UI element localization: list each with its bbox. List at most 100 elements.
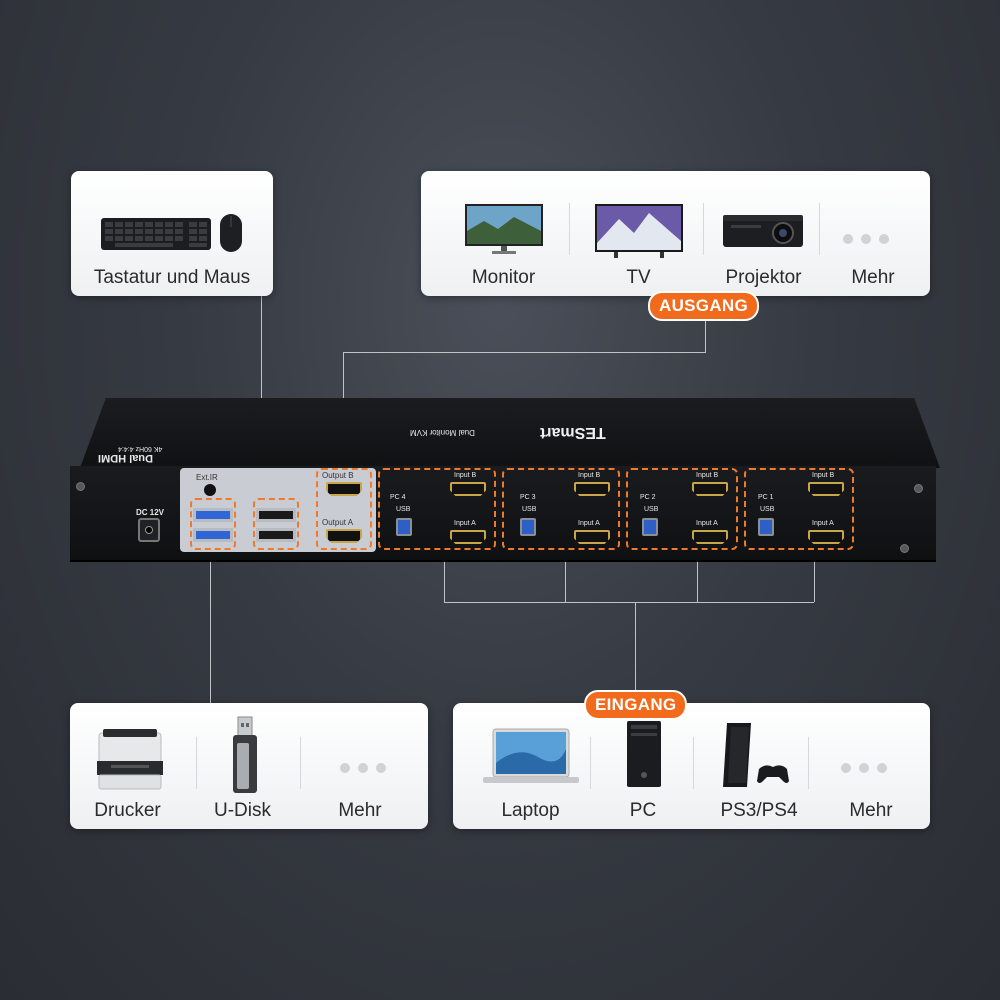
pc1-label: PC 1 — [758, 494, 774, 501]
pc1-usb-label: USB — [760, 506, 775, 513]
output-label-monitor: Monitor — [471, 267, 536, 288]
output-label-more: Mehr — [851, 267, 895, 288]
keyboard-label: Tastatur und Maus — [93, 267, 251, 288]
pc1-group — [744, 468, 854, 550]
output-group — [316, 468, 372, 550]
pc3-inb-label: Input B — [578, 472, 601, 479]
pc3-label: PC 3 — [520, 494, 536, 501]
keyboard-card: Tastatur und Maus — [71, 171, 273, 296]
model-label: Dual Monitor KVM — [410, 428, 475, 437]
separator — [590, 737, 591, 789]
pc3-ina-port — [574, 530, 610, 544]
usb3-port-top — [193, 508, 233, 522]
pc3-group — [502, 468, 620, 550]
input-item-pc: PC — [593, 703, 693, 829]
pc2-label: PC 2 — [640, 494, 656, 501]
pc-tower-icon — [627, 721, 661, 787]
pc1-inb-label: Input B — [812, 472, 835, 479]
pc4-label: PC 4 — [390, 494, 406, 501]
connector-output-v1 — [705, 318, 706, 353]
output-item-projector: Projektor — [701, 171, 826, 296]
side-label-1: Dual HDMI — [98, 452, 153, 464]
input-label-laptop: Laptop — [501, 800, 560, 821]
separator — [703, 203, 704, 255]
output-label-tv: TV — [626, 267, 651, 288]
output-item-more: Mehr — [823, 171, 923, 296]
more-dots-icon — [843, 234, 889, 244]
usb-label-printer: Drucker — [94, 800, 161, 821]
pc4-inb-port — [450, 482, 486, 496]
keyboard-icon — [101, 218, 211, 250]
monitor-icon — [465, 204, 543, 254]
pc2-usb-label: USB — [644, 506, 659, 513]
usb3-port-bottom — [193, 528, 233, 542]
input-label-ps: PS3/PS4 — [720, 800, 798, 821]
usb-card: Drucker U-Disk Mehr — [70, 703, 428, 829]
pc3-usb-label: USB — [522, 506, 537, 513]
output-a-port — [326, 529, 362, 543]
connector-input-d2 — [565, 552, 566, 602]
output-b-label: Output B — [322, 471, 354, 480]
separator — [569, 203, 570, 255]
screw — [900, 544, 909, 553]
input-label-more: Mehr — [849, 800, 893, 821]
output-a-label: Output A — [322, 518, 354, 527]
usb3-group — [190, 498, 236, 550]
pc2-ina-label: Input A — [696, 520, 718, 527]
output-badge: AUSGANG — [648, 291, 759, 321]
separator — [693, 737, 694, 789]
pc2-group — [626, 468, 738, 550]
brand-label: TESmart — [540, 424, 606, 441]
pc4-usb-port — [396, 518, 412, 536]
device-front: DC 12V Ext.IR Output B Output A PC 4 USB… — [70, 466, 936, 562]
pc2-usb-port — [642, 518, 658, 536]
input-item-more: Mehr — [815, 703, 927, 829]
pc1-usb-port — [758, 518, 774, 536]
more-dots-icon — [340, 763, 386, 773]
connector-input-h — [444, 602, 814, 603]
connector-input-d4 — [814, 552, 815, 602]
output-item-tv: TV — [576, 171, 701, 296]
pc3-ina-label: Input A — [578, 520, 600, 527]
pc2-inb-port — [692, 482, 728, 496]
keyboard-usb-port — [256, 508, 296, 522]
connector-input-d1 — [444, 552, 445, 602]
power-label: DC 12V — [136, 508, 165, 517]
usb-item-udisk: U-Disk — [190, 703, 295, 829]
screw — [76, 482, 85, 491]
pc4-ina-port — [450, 530, 486, 544]
pc4-group — [378, 468, 496, 550]
ext-ir-label: Ext.IR — [196, 473, 218, 482]
pc3-inb-port — [574, 482, 610, 496]
device-top — [80, 398, 940, 468]
usb-drive-icon — [233, 716, 257, 793]
more-dots-icon — [841, 763, 887, 773]
usb-label-more: Mehr — [338, 800, 382, 821]
screw — [914, 484, 923, 493]
usb-item-more: Mehr — [308, 703, 412, 829]
pc1-inb-port — [808, 482, 844, 496]
mouse-usb-port — [256, 528, 296, 542]
separator — [196, 737, 197, 789]
connector-output-h — [343, 352, 705, 353]
connector-input-d3 — [697, 552, 698, 602]
usb-item-printer: Drucker — [70, 703, 185, 829]
output-card: Monitor TV Projektor Mehr — [421, 171, 930, 296]
input-card: Laptop PC PS3/PS4 Mehr — [453, 703, 930, 829]
connector-input-v — [635, 602, 636, 694]
pc4-ina-label: Input A — [454, 520, 476, 527]
separator — [819, 203, 820, 255]
projector-icon — [723, 215, 803, 247]
input-badge: EINGANG — [584, 690, 688, 720]
power-port — [138, 518, 160, 542]
input-label-pc: PC — [629, 800, 657, 821]
pc1-ina-label: Input A — [812, 520, 834, 527]
tv-icon — [595, 204, 683, 258]
separator — [808, 737, 809, 789]
input-item-ps: PS3/PS4 — [699, 703, 819, 829]
ext-ir-port — [204, 484, 216, 496]
mouse-icon — [220, 214, 242, 252]
pc2-ina-port — [692, 530, 728, 544]
pc2-inb-label: Input B — [696, 472, 719, 479]
output-item-monitor: Monitor — [441, 171, 566, 296]
